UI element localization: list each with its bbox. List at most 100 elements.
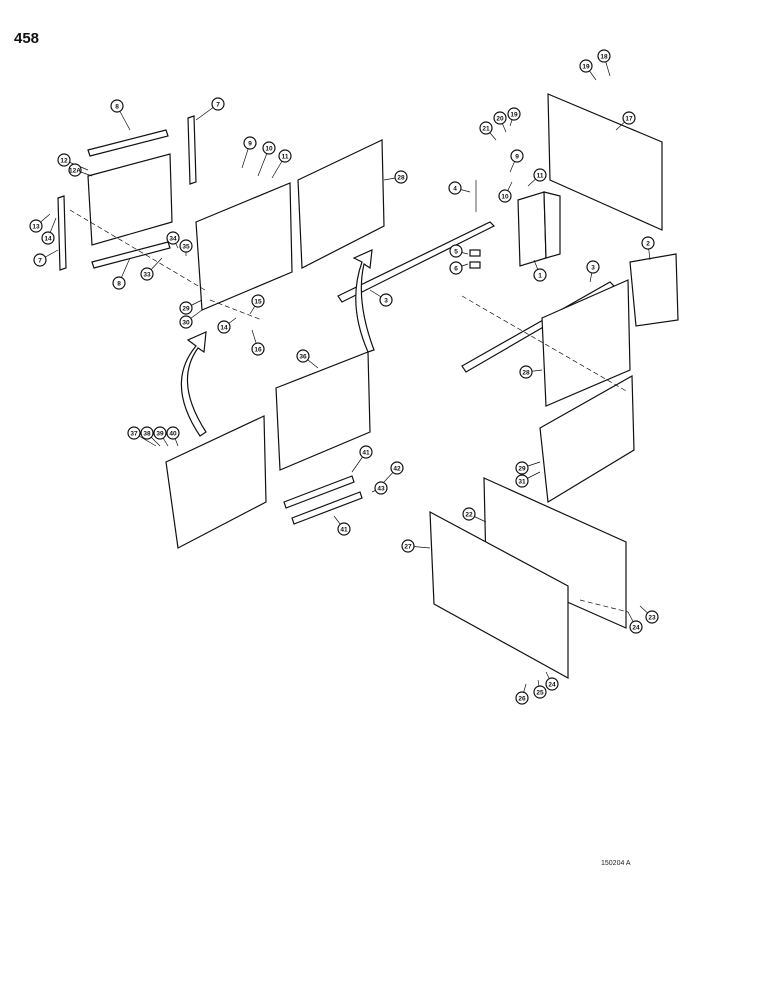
callout-circle xyxy=(462,507,476,521)
callout-label: 4 xyxy=(448,181,471,195)
strap-lower-a xyxy=(283,475,355,509)
callout-circle xyxy=(597,49,611,63)
callout-label: 6 xyxy=(449,261,469,275)
callout-number: 26 xyxy=(518,695,526,702)
callout-label: 35 xyxy=(179,239,193,256)
callout-circle xyxy=(533,268,547,282)
callout-number: 3 xyxy=(384,297,388,304)
callout-label: 26 xyxy=(515,683,529,705)
callout-number: 39 xyxy=(156,430,164,437)
callout-circle xyxy=(645,610,659,624)
callout-circle xyxy=(127,426,141,440)
callout-number: 10 xyxy=(265,145,273,152)
callout-circle xyxy=(379,293,393,307)
callout-number: 7 xyxy=(38,257,42,264)
callout-number: 27 xyxy=(404,543,412,550)
callout-number: 1 xyxy=(538,272,542,279)
callout-label: 36 xyxy=(296,349,319,369)
callout-circle xyxy=(374,481,388,495)
callout-number: 10 xyxy=(501,193,509,200)
callout-number: 21 xyxy=(482,125,490,132)
callout-number: 6 xyxy=(454,265,458,272)
washer xyxy=(469,261,481,269)
callout-number: 29 xyxy=(182,305,190,312)
assembly-arrow-middle xyxy=(352,249,375,353)
callout-circle xyxy=(498,189,512,203)
callout-label: 16 xyxy=(251,329,265,356)
callout-circle xyxy=(510,149,524,163)
callout-label: 17 xyxy=(615,111,636,131)
callout-number: 24 xyxy=(632,624,640,631)
callout-circle xyxy=(579,59,593,73)
callout-label: 39 xyxy=(153,426,169,447)
callout-circle xyxy=(166,231,180,245)
callout-circle xyxy=(545,677,559,691)
middle-solid-panel xyxy=(275,351,371,471)
callout-label: 37 xyxy=(127,426,157,447)
callout-circle xyxy=(449,244,463,258)
callout-circle xyxy=(515,691,529,705)
callout-number: 12 xyxy=(60,157,68,164)
callout-label: 11 xyxy=(271,149,292,179)
callout-number: 28 xyxy=(522,369,530,376)
callout-circle xyxy=(515,474,529,488)
callout-label: 8 xyxy=(112,257,131,290)
callout-number: 36 xyxy=(299,353,307,360)
callout-circle xyxy=(479,121,493,135)
callout-circle xyxy=(110,99,124,113)
callout-label: 40 xyxy=(166,426,180,447)
callout-circle xyxy=(337,522,351,536)
callout-label: 3 xyxy=(369,289,393,307)
callout-circle xyxy=(57,153,71,167)
callout-label: 1 xyxy=(533,259,547,282)
large-perforated-panel xyxy=(429,510,569,680)
callout-circle xyxy=(140,426,154,440)
callout-circle xyxy=(507,107,521,121)
page-number: 458 xyxy=(14,30,40,47)
callout-circle xyxy=(251,342,265,356)
callout-label: 9 xyxy=(241,136,257,169)
callout-circle xyxy=(179,301,193,315)
callout-number: 14 xyxy=(220,324,228,331)
callout-label: 29 xyxy=(515,461,541,475)
nut xyxy=(469,249,481,257)
callout-label: 33 xyxy=(140,257,163,281)
callout-number: 40 xyxy=(169,430,177,437)
strap-lower-b xyxy=(291,491,363,525)
callout-circle xyxy=(515,461,529,475)
callout-circle xyxy=(41,231,55,245)
callout-circle xyxy=(533,168,547,182)
callout-number: 8 xyxy=(115,103,119,110)
callout-circle xyxy=(179,239,193,253)
callout-number: 12A xyxy=(69,167,81,174)
callout-label: 7 xyxy=(33,249,59,267)
callout-circle xyxy=(112,276,126,290)
callout-circle xyxy=(140,267,154,281)
callout-number: 41 xyxy=(362,449,370,456)
callout-circle xyxy=(519,365,533,379)
callout-label: 19 xyxy=(579,59,597,81)
callout-circle xyxy=(533,685,547,699)
callout-circle xyxy=(629,620,643,634)
callout-label: 2 xyxy=(641,236,655,261)
callout-circle xyxy=(29,219,43,233)
callout-label: 30 xyxy=(179,309,203,329)
callout-circle xyxy=(278,149,292,163)
callout-label: 28 xyxy=(383,170,408,184)
support-bar xyxy=(337,221,496,303)
callout-number: 23 xyxy=(648,614,656,621)
callout-number: 5 xyxy=(454,248,458,255)
callout-circle xyxy=(217,320,231,334)
callout-number: 11 xyxy=(282,153,289,160)
callout-number: 30 xyxy=(182,319,190,326)
callout-circle xyxy=(394,170,408,184)
callout-label: 9 xyxy=(509,149,524,173)
callout-circle xyxy=(622,111,636,125)
callout-label: 14 xyxy=(41,217,57,245)
callout-number: 33 xyxy=(143,271,151,278)
callout-number: 2 xyxy=(646,240,650,247)
perforated-side-panel xyxy=(195,182,293,311)
callout-circle xyxy=(33,253,47,267)
callout-label: 8 xyxy=(110,99,131,131)
callout-label: 20 xyxy=(493,111,507,133)
